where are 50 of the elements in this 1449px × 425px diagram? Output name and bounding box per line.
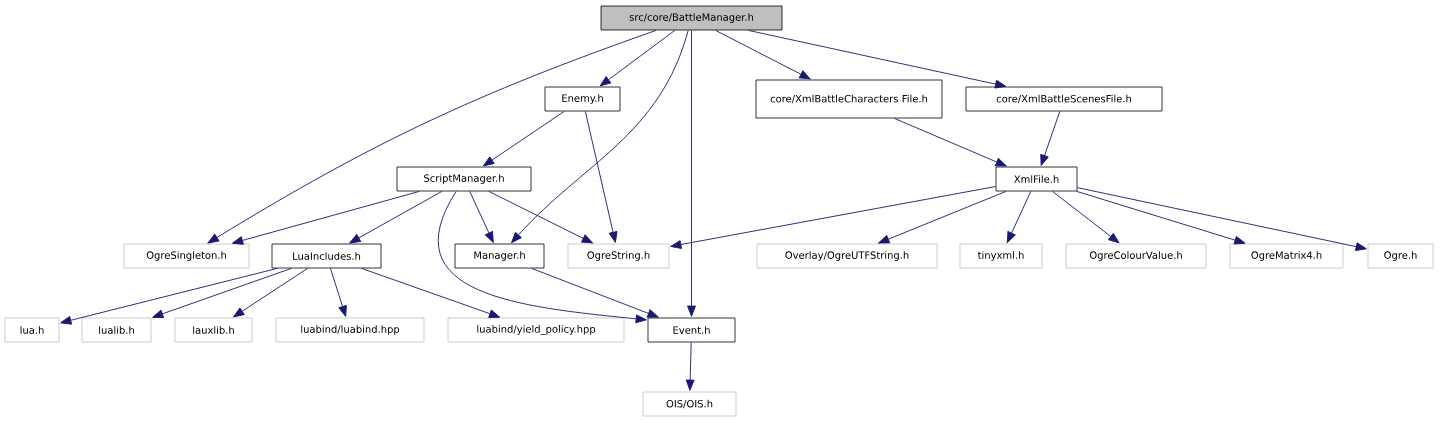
- file-box: Overlay/OgreUTFString.h: [756, 243, 938, 269]
- arrow: [152, 267, 292, 319]
- file-box: OgreSingleton.h: [123, 243, 250, 269]
- file-box: OgreString.h: [567, 243, 670, 269]
- file-box: tinyxml.h: [959, 243, 1043, 269]
- arrow: [685, 341, 695, 391]
- arrow: [233, 267, 309, 318]
- arrow: [207, 29, 657, 244]
- arrow: [878, 190, 1007, 244]
- arrow: [60, 267, 278, 325]
- file-box: LuaIncludes.h: [271, 243, 382, 269]
- file-box: Enemy.h: [544, 86, 621, 112]
- arrow: [438, 190, 647, 324]
- arrow: [715, 29, 811, 80]
- arrow: [687, 29, 696, 317]
- file-box: Ogre.h: [1367, 243, 1434, 269]
- arrow: [349, 190, 443, 244]
- file-box: lua.h: [4, 317, 60, 343]
- arrow: [511, 29, 689, 244]
- arrow: [488, 190, 593, 244]
- file-box: core/XmlBattleCharacters File.h: [755, 79, 943, 119]
- file-box: OgreMatrix4.h: [1229, 243, 1344, 269]
- file-box: Manager.h: [454, 243, 545, 269]
- arrow: [361, 267, 501, 318]
- arrow: [1040, 110, 1061, 166]
- arrow: [483, 110, 565, 167]
- arrow: [1052, 190, 1120, 244]
- file-box: luabind/yield_policy.hpp: [447, 317, 625, 343]
- arrow: [670, 186, 997, 249]
- arrow: [1076, 190, 1246, 245]
- file-box: luabind/luabind.hpp: [275, 317, 425, 343]
- file-box: src/core/BattleManager.h: [600, 5, 783, 31]
- file-box: lualib.h: [81, 317, 152, 343]
- file-box: lauxlib.h: [174, 317, 253, 343]
- arrow: [599, 29, 676, 87]
- arrow: [469, 190, 494, 243]
- file-box: XmlFile.h: [995, 166, 1078, 192]
- arrow: [330, 267, 347, 317]
- file-box: ScriptManager.h: [396, 166, 532, 192]
- file-box: core/XmlBattleScenesFile.h: [965, 86, 1163, 112]
- file-box: Event.h: [647, 317, 736, 343]
- arrow: [584, 110, 618, 243]
- arrow: [894, 117, 1007, 167]
- arrow: [1006, 190, 1032, 243]
- arrow: [748, 29, 1007, 89]
- arrow: [531, 267, 659, 318]
- file-box: OIS/OIS.h: [642, 391, 737, 417]
- arrow: [1076, 187, 1367, 251]
- file-box: OgreColourValue.h: [1065, 243, 1207, 269]
- arrow: [231, 190, 420, 245]
